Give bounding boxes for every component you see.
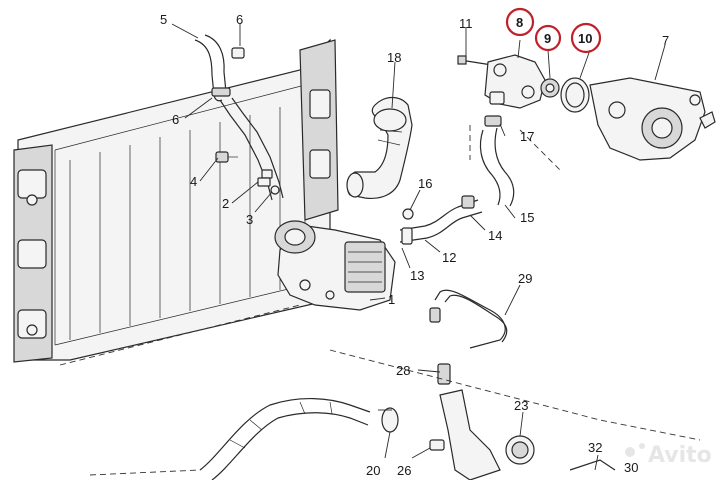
hose-29 <box>429 289 508 385</box>
callout-30: 30 <box>624 460 638 475</box>
callout-12: 12 <box>442 250 456 265</box>
callout-8: 8 <box>516 15 523 30</box>
hose-15-17 <box>479 115 515 207</box>
radiator <box>13 38 339 366</box>
callout-29: 29 <box>518 271 532 286</box>
callout-3: 3 <box>246 212 253 227</box>
callout-26: 26 <box>397 463 411 478</box>
callout-7: 7 <box>662 33 669 48</box>
callout-labels: 5 6 6 4 2 3 1 11 8 9 10 7 18 17 16 15 14… <box>160 12 669 478</box>
avito-logo-dot <box>639 443 645 449</box>
callout-32: 32 <box>588 440 602 455</box>
callout-6-side: 6 <box>172 112 179 127</box>
callout-20: 20 <box>366 463 380 478</box>
callout-14: 14 <box>488 228 502 243</box>
upper-hose <box>194 34 284 201</box>
hose-18 <box>346 96 413 200</box>
boundary-lines <box>89 125 701 476</box>
oil-cooler <box>274 220 396 311</box>
callout-1: 1 <box>388 292 395 307</box>
callout-15: 15 <box>520 210 534 225</box>
callout-18: 18 <box>387 50 401 65</box>
callout-10: 10 <box>578 31 592 46</box>
callout-2: 2 <box>222 196 229 211</box>
highlight-circles <box>505 7 602 54</box>
callout-9: 9 <box>544 31 551 46</box>
avito-logo-icon <box>625 447 635 457</box>
callout-13: 13 <box>410 268 424 283</box>
highlight-circle-9 <box>534 24 562 52</box>
callout-16: 16 <box>418 176 432 191</box>
highlight-circle-10 <box>570 22 602 54</box>
leader-lines <box>171 23 666 471</box>
callout-17: 17 <box>520 129 534 144</box>
callout-28: 28 <box>396 363 410 378</box>
water-pump <box>589 77 716 161</box>
callout-11: 11 <box>459 16 473 31</box>
callout-23: 23 <box>514 398 528 413</box>
callout-6-top: 6 <box>236 12 243 27</box>
watermark-text: Avito <box>648 443 712 468</box>
lower-hose <box>199 389 616 480</box>
pipe-12-14 <box>399 195 483 245</box>
callout-5: 5 <box>160 12 167 27</box>
callout-4: 4 <box>190 174 197 189</box>
thermostat-housing <box>457 54 590 113</box>
watermark: Avito <box>625 443 712 468</box>
highlight-circle-8 <box>505 7 535 37</box>
